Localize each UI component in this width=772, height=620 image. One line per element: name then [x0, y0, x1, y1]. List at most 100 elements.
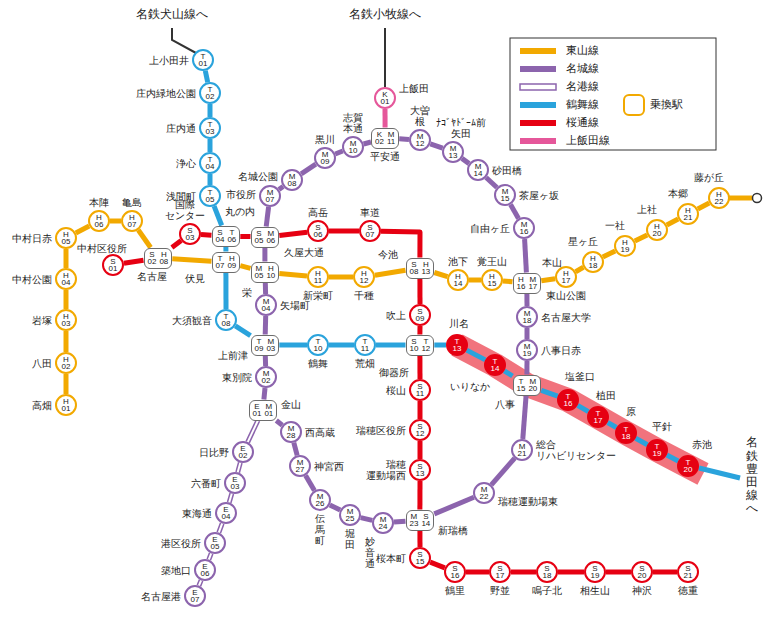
station-code: H 20 — [653, 223, 662, 238]
station-circle: M 09黒川 — [314, 147, 336, 169]
station-code: E 04 — [222, 506, 231, 521]
station-code: S 18 — [543, 565, 552, 580]
highlight-band — [457, 345, 703, 474]
station-name: 岩塚 — [32, 315, 52, 326]
station-name: 国際 センター — [165, 199, 205, 221]
track-segment — [364, 142, 371, 144]
track-segment — [419, 531, 420, 548]
station-code: H 18 — [589, 255, 598, 270]
track-line — [279, 232, 307, 235]
track-line — [434, 343, 446, 348]
connection-label: 名鉄小牧線へ — [349, 8, 421, 21]
track-segment — [329, 231, 359, 232]
legend-swatch — [520, 138, 556, 144]
station-name: 一社 — [605, 220, 625, 231]
station-code: M 26 — [316, 493, 325, 508]
station-name: 西高蔵 — [305, 427, 335, 438]
track-segment — [541, 279, 555, 281]
station-circle: H 19一社 — [614, 235, 636, 257]
station-code: M 20 — [528, 378, 537, 393]
track-line — [417, 531, 422, 548]
track-segment — [523, 396, 526, 440]
transfer-box: S 08H 13今池 — [406, 258, 435, 279]
station-code: M 12 — [416, 133, 425, 148]
legend-label: 名城線 — [566, 63, 599, 75]
station-code: M 14 — [474, 163, 483, 178]
legend-swatch — [520, 66, 556, 72]
station-code: S 21 — [684, 565, 693, 580]
station-code: T 14 — [491, 358, 500, 373]
track-line — [524, 361, 529, 375]
track-line — [335, 151, 343, 154]
station-name: 名古屋港 — [141, 591, 181, 602]
station-circle: T 14いりなか — [484, 354, 506, 376]
station-code: K 01 — [381, 91, 390, 106]
track-segment — [124, 260, 144, 263]
track-segment — [240, 236, 250, 237]
station-code: S 07 — [366, 224, 375, 239]
station-code: M 08 — [288, 173, 297, 188]
station-circle: S 13瑞穂 運動場西 — [409, 459, 431, 481]
track-line — [576, 267, 584, 271]
station-code: M 09 — [321, 151, 330, 166]
station-name: 星ヶ丘 — [568, 236, 598, 247]
station-circle: E 05港区役所 — [204, 532, 226, 554]
track-segment — [606, 572, 631, 573]
station-name: 東山公園 — [546, 290, 586, 301]
station-code: T 05 — [206, 189, 215, 204]
station-circle: S 07車道 — [359, 220, 381, 242]
track-segment — [434, 273, 447, 277]
legend-label: 鶴舞線 — [566, 99, 599, 111]
station-circle: T 05浅間町 — [199, 185, 221, 207]
station-name: 築地口 — [161, 565, 191, 576]
track-segment — [434, 345, 446, 346]
transfer-box: S 04T 06丸の内 — [212, 226, 241, 247]
station-name: 本山 — [542, 257, 562, 268]
station-code: S 05 — [255, 230, 264, 245]
station-code: M 06 — [266, 230, 275, 245]
station-circle: S 03国際 センター — [179, 223, 201, 245]
track-line — [208, 104, 213, 117]
track-line — [653, 570, 677, 575]
station-code: E 03 — [231, 476, 240, 491]
station-code: S 17 — [496, 565, 505, 580]
station-code: M 04 — [262, 298, 271, 313]
station-circle: H 18星ヶ丘 — [582, 251, 604, 273]
station-code: T 04 — [206, 156, 215, 171]
station-name: 鶴里 — [445, 585, 465, 596]
station-name: 大須観音 — [172, 315, 212, 326]
station-code: H 08 — [159, 251, 168, 266]
track-segment — [419, 279, 420, 305]
station-name: 八事 — [495, 399, 515, 410]
station-circle: M 16自由ヶ丘 — [513, 217, 535, 239]
track-line — [209, 553, 211, 559]
station-code: S 15 — [416, 551, 425, 566]
track-line — [124, 260, 144, 263]
track-segment — [526, 294, 527, 307]
track-line — [229, 494, 232, 503]
track-line — [469, 278, 481, 283]
track-line — [524, 294, 529, 307]
station-circle: H 01高畑 — [55, 394, 77, 416]
track-segment — [329, 345, 354, 346]
track-segment — [210, 104, 211, 117]
track-segment — [209, 553, 211, 559]
station-name: 中村日赤 — [12, 233, 52, 244]
station-code: H 22 — [715, 191, 724, 206]
station-name: 総合 リハビリセンター — [536, 439, 616, 461]
station-code: M 15 — [501, 188, 510, 203]
station-name: 砂田橋 — [492, 165, 522, 176]
track-line — [558, 570, 584, 575]
station-circle: H 03岩塚 — [55, 309, 77, 331]
station-code: M 28 — [287, 425, 296, 440]
track-segment — [636, 438, 648, 444]
track-segment — [279, 273, 307, 276]
station-code: H 16 — [517, 276, 526, 291]
station-code: T 02 — [206, 86, 215, 101]
station-circle: H 21本郷 — [677, 203, 699, 225]
track-segment — [264, 248, 265, 262]
station-circle: T 11荒畑 — [354, 334, 376, 356]
station-name: 大曽根 — [410, 105, 430, 127]
track-line — [486, 178, 497, 188]
station-circle: M 19八事日赤 — [516, 339, 538, 361]
